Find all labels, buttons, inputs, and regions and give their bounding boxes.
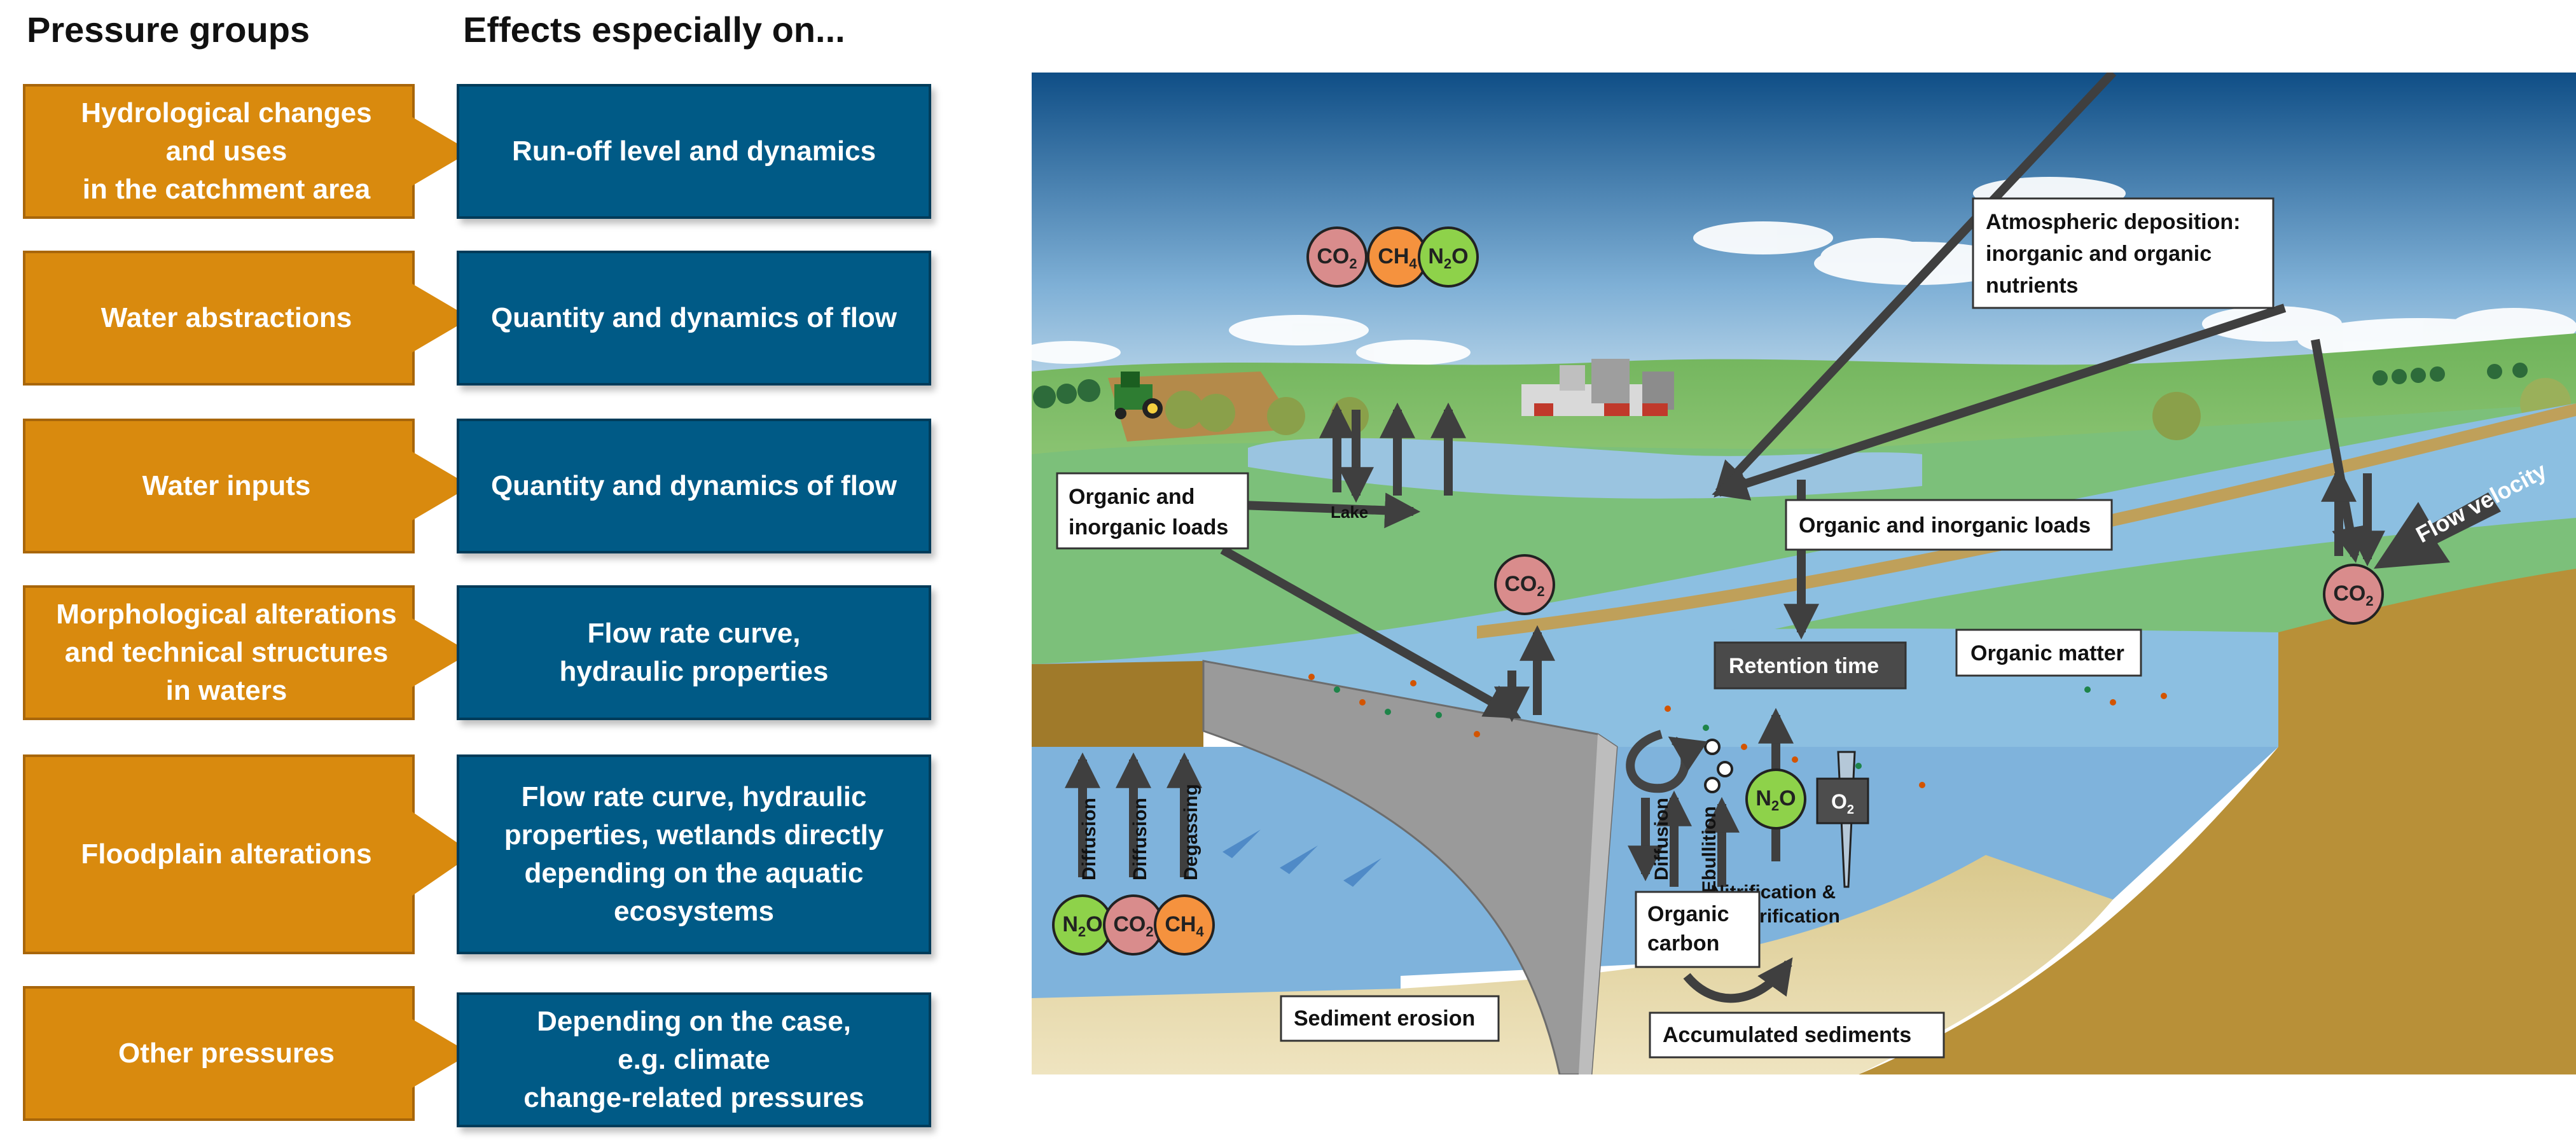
effect-label: Quantity and dynamics of flow [490,302,897,333]
organic-loads-right-box: Organic and inorganic loads [1785,499,2113,551]
ecosystem-diagram: Flow velocity CO2 CH4 N2O CO2 CO2 N2O CO… [1032,73,2576,1074]
svg-text:Organic and inorganic loads: Organic and inorganic loads [1799,513,2091,538]
pressure-label: Water inputs [142,470,311,501]
riverbank [1477,403,2576,639]
pressure-groups-header: Pressure groups [27,10,310,50]
circulation-icon [1626,730,1708,793]
pressure-box-abstractions [23,251,415,386]
effect-label: Flow rate curve, hydraulic properties, w… [504,781,884,927]
effect-box-flow-quantity-2 [457,419,931,553]
dam-face [1579,734,1617,1074]
town [1521,359,1674,416]
diffusion-label-1: Diffusion [1079,798,1100,880]
co2-bubble-river: CO2 [1494,554,1555,615]
ch4-bubble-lake: CH4 [1367,226,1428,288]
svg-text:N2O: N2O [1428,244,1468,272]
effect-label: Depending on the case, e.g. climate chan… [523,1006,864,1113]
atmospheric-deposition-box: Atmospheric deposition: inorganic and or… [1972,197,2275,309]
effect-label: Run-off level and dynamics [511,136,876,167]
retention-time-box: Retention time [1714,641,1907,690]
accumulated-sediments-box: Accumulated sediments [1649,1011,1945,1059]
effect-box-climate [457,992,931,1127]
svg-text:CO2: CO2 [1504,572,1544,599]
flow-velocity-arrow [2374,492,2501,569]
n2o-bubble-bottom: N2O [1052,894,1113,956]
atmospheric-arrow [1712,303,2287,501]
effect-label: Quantity and dynamics of flow [490,470,897,501]
svg-text:CH4: CH4 [1165,912,1204,940]
pressure-label: Morphological alterations and technical … [56,599,397,706]
svg-text:CH4: CH4 [1378,244,1417,272]
svg-text:CO2: CO2 [1317,244,1357,272]
diffusion-label-3: Diffusion [1651,798,1672,880]
pressure-label: Other pressures [118,1038,335,1069]
o2-box: O2 [1816,777,1869,824]
organic-loads-left-box: Organic and inorganic loads [1056,472,1249,550]
pressure-box-morphological [23,585,415,720]
particles [1308,674,2167,788]
pressure-box-floodplain [23,754,415,954]
tractor-icon [1114,372,1163,419]
pressure-box-other [23,986,415,1121]
svg-text:Atmospheric deposition:: Atmospheric deposition: inorganic and or… [1986,210,2247,298]
sediment-erosion-box: Sediment erosion [1280,995,1500,1042]
degassing-label: Degassing [1181,784,1201,880]
n2o-bubble-sediment: N2O [1745,768,1806,830]
n2o-bubble-lake: N2O [1418,226,1479,288]
bubbles [1704,739,1733,793]
water-deep [1401,747,2278,976]
co2-bubble-bottom: CO2 [1103,894,1164,956]
svg-text:Organic matter: Organic matter [1970,641,2124,665]
organic-matter-box: Organic matter [1955,629,2142,677]
earth-right [1859,569,2576,1074]
pressure-box-hydrological [23,84,415,219]
effect-box-wetlands [457,754,931,954]
svg-text:Retention time: Retention time [1729,654,1879,678]
svg-text:O2: O2 [1831,790,1854,817]
earth-left [1032,661,1203,747]
ebullition-label: Ebullition [1699,806,1720,893]
sediment-arrows [1222,830,1381,887]
effect-box-flow-rate [457,585,931,720]
svg-text:Organic and inorganic lo: Organic and inorganic loads [1069,485,1228,539]
svg-text:Sediment erosion: Sediment erosion [1294,1006,1475,1031]
pressure-label: Water abstractions [100,302,352,333]
organic-carbon-box: Organic carbon [1635,891,1761,968]
svg-text:N2O: N2O [1062,912,1102,940]
lake-label: Lake [1331,503,1368,522]
svg-text:N2O: N2O [1755,786,1796,814]
diffusion-label-2: Diffusion [1130,798,1151,880]
effect-box-runoff [457,84,931,219]
pressure-label: Hydrological changes and uses in the cat… [81,97,372,205]
co2-bubble-lake: CO2 [1306,226,1368,288]
effect-label: Flow rate curve, hydraulic properties [559,618,829,687]
dam [1202,660,1618,1074]
effect-box-flow-quantity [457,251,931,386]
svg-text:CO2: CO2 [2333,581,2373,609]
effects-header: Effects especially on... [463,10,845,50]
svg-text:CO2: CO2 [1113,912,1153,940]
ch4-bubble-bottom: CH4 [1154,894,1215,956]
svg-text:Organic carbon: Organic carbon [1647,902,1735,956]
svg-text:Accumulated sediments: Accumulated sediments [1663,1023,1911,1047]
pressure-label: Floodplain alterations [81,838,372,870]
co2-bubble-right: CO2 [2323,564,2384,625]
pressure-box-inputs [23,419,415,553]
